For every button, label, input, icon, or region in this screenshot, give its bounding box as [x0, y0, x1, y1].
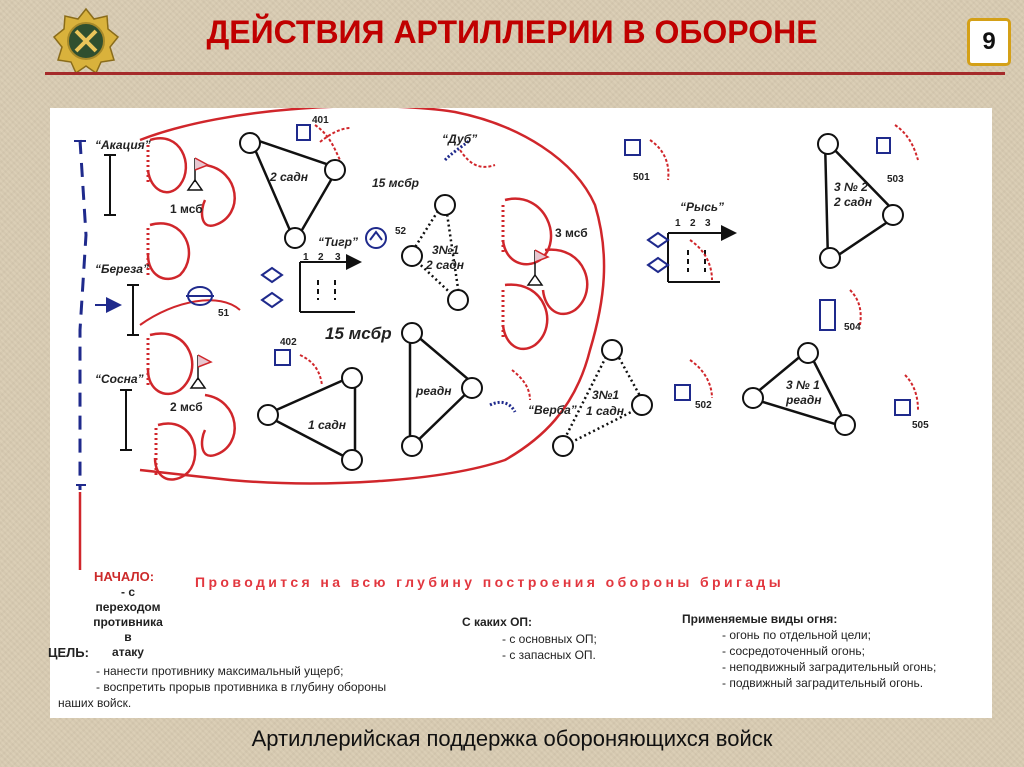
fp-3n1-readn [747, 348, 851, 431]
fp-readn [408, 327, 477, 451]
num-52: 52 [395, 226, 407, 237]
unit-15-msbr-label: 15 мсбр [372, 176, 419, 190]
diagram-panel: “Акация” “Береза” “Сосна” “Дуб” “Тигр” “… [48, 108, 992, 718]
num-501: 501 [633, 172, 650, 183]
brigade-boundary [139, 108, 606, 485]
fp-label-3n1-r-a: 3 № 1 [786, 378, 820, 392]
observation-post-icon [186, 227, 387, 306]
depth-note: Проводится на всю глубину построения обо… [195, 574, 785, 590]
fp-1-sadn [262, 373, 357, 465]
fp-label-3n1-1-a: 3№1 [592, 388, 620, 402]
num-402: 402 [280, 337, 297, 348]
unit-1-msb: 1 мсб [170, 202, 203, 216]
fp-label-3n1-1-b: 1 садн [586, 404, 625, 418]
fp-label-3n1-b: 2 садн [426, 258, 465, 272]
num-503: 503 [887, 174, 904, 185]
lane-1: 1 [303, 252, 309, 263]
unit-2-msb: 2 мсб [170, 400, 203, 414]
page-number-badge: 9 [967, 18, 1011, 66]
label-rys: “Рысь” [680, 200, 725, 214]
unit-15-msbr: 15 мсбр [325, 324, 392, 343]
fp-3n1-1-sadn [557, 342, 647, 451]
title-underline [45, 72, 1005, 75]
fire-title: Применяемые виды огня: [682, 612, 838, 626]
fp-3n2-2-sadn [823, 136, 900, 265]
front-line [78, 139, 88, 490]
lane-rys-1: 1 [675, 218, 681, 229]
start-title: НАЧАЛО: [94, 569, 155, 584]
num-505: 505 [912, 420, 929, 431]
battalion-areas [146, 137, 589, 481]
fp-3n1-2-sadn [408, 196, 462, 306]
lane-2: 2 [318, 252, 324, 263]
defense-diagram [74, 108, 919, 570]
num-504: 504 [844, 322, 861, 333]
op-title: С каких ОП: [462, 615, 533, 629]
fp-label-readn: реадн [416, 384, 452, 398]
lane-rys-3: 3 [705, 218, 711, 229]
unit-3-msb: 3 мсб [555, 226, 588, 240]
op-lines: - с основных ОП;- с запасных ОП. [502, 632, 597, 662]
emblem-icon [52, 7, 120, 75]
label-akatsiya: “Акация” [95, 138, 151, 152]
fp-2-sadn [247, 135, 340, 245]
fp-label-3n2-b: 2 садн [834, 195, 873, 209]
fire-lines: - огонь по отдельной цели;- сосредоточен… [722, 628, 937, 690]
fp-label-2-sadn: 2 садн [270, 170, 309, 184]
num-401: 401 [312, 115, 329, 126]
fp-label-3n1-r-b: реадн [786, 393, 822, 407]
goal-lines: - нанести противнику максимальный ущерб;… [58, 664, 387, 710]
label-tigr: “Тигр” [318, 235, 358, 249]
lane-rys-2: 2 [690, 218, 696, 229]
lane-3: 3 [335, 252, 341, 263]
num-51: 51 [218, 308, 230, 319]
brigade-inner-line [139, 299, 241, 326]
label-bereza: “Береза” [95, 262, 149, 276]
flag-icon [186, 157, 550, 389]
num-502: 502 [695, 400, 712, 411]
page-title: ДЕЙСТВИЯ АРТИЛЛЕРИИ В ОБОРОНЕ [206, 14, 818, 50]
goal-title: ЦЕЛЬ: [48, 645, 89, 660]
slide-caption: Артиллерийская поддержка обороняющихся в… [251, 726, 773, 751]
label-dub: “Дуб” [442, 132, 478, 146]
fp-label-3n1-a: 3№1 [432, 243, 460, 257]
fp-label-1-sadn: 1 садн [308, 418, 347, 432]
label-verba: “Верба” [528, 403, 577, 417]
label-sosna: “Сосна” [95, 372, 144, 386]
fp-label-3n2-a: 3 № 2 [834, 180, 868, 194]
